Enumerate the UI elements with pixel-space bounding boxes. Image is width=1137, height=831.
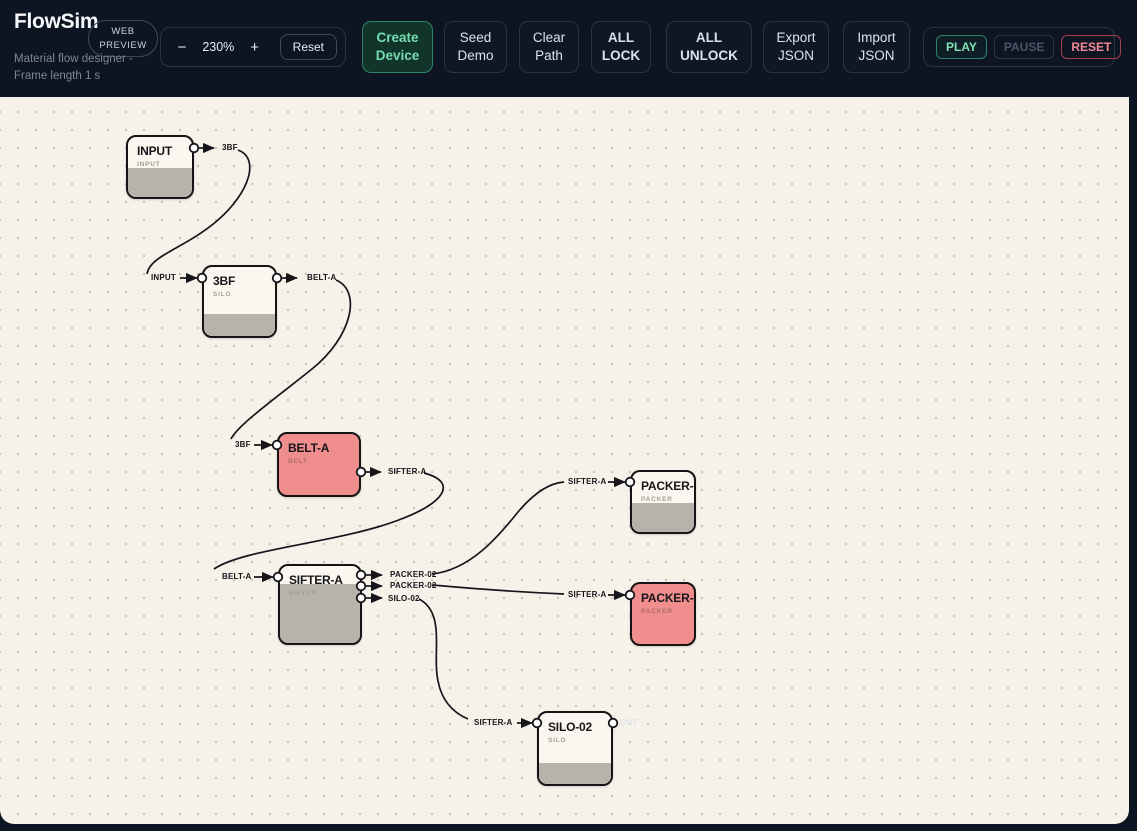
zoom-out-button[interactable]: −	[169, 33, 195, 61]
fill-level-bar	[539, 763, 611, 784]
fill-level-bar	[280, 583, 360, 643]
edge-input-3bf[interactable]	[146, 149, 251, 275]
edge-target-label: PACKER-02	[390, 581, 437, 590]
fill-level-bar	[204, 313, 275, 336]
input-port-packer-02-top[interactable]	[624, 476, 636, 488]
play-button[interactable]: PLAY	[936, 35, 987, 59]
import-json-button[interactable]: Import JSON	[843, 21, 910, 73]
edge-source-label: 3BF	[235, 440, 251, 449]
device-node-silo-02[interactable]: SILO-02 SILO	[537, 711, 613, 786]
output-port-sifter-a-2[interactable]	[355, 580, 367, 592]
export-json-button[interactable]: Export JSON	[763, 21, 829, 73]
edge-sifter-a-packer-02-top[interactable]	[431, 481, 565, 575]
edge-sifter-a-packer-02-bottom[interactable]	[431, 584, 565, 595]
app-header: FlowSim WEB PREVIEW Material flow design…	[0, 0, 1137, 97]
node-type-label: SIFTER	[289, 590, 317, 597]
node-header: PACKER-02 PACKER	[632, 584, 694, 615]
node-title: PACKER-02	[641, 479, 694, 493]
input-port-packer-02-bottom[interactable]	[624, 589, 636, 601]
reset-button[interactable]: RESET	[1061, 35, 1122, 59]
node-type-label: SILO	[213, 291, 232, 298]
node-header: INPUT INPUT	[128, 137, 192, 168]
node-type-label: PACKER	[641, 496, 673, 503]
transport-controls: PLAY PAUSE RESET	[923, 27, 1122, 67]
input-port-belt-a[interactable]	[271, 439, 283, 451]
edge-source-label: SIFTER-A	[568, 590, 607, 599]
zoom-in-button[interactable]: +	[242, 33, 268, 61]
node-header: SILO-02 SILO	[539, 713, 611, 744]
node-header: PACKER-02 PACKER	[632, 472, 694, 503]
edge-target-label: SILO-02	[388, 594, 420, 603]
output-port-input[interactable]	[188, 142, 200, 154]
output-port-sifter-a-3[interactable]	[355, 592, 367, 604]
node-type-label: PACKER	[641, 608, 673, 615]
edge-source-label: SIFTER-A	[474, 718, 513, 727]
node-header: 3BF SILO	[204, 267, 275, 298]
device-node-belt-a[interactable]: BELT-A BELT	[277, 432, 361, 497]
device-node-input[interactable]: INPUT INPUT	[126, 135, 194, 199]
node-type-label: BELT	[288, 458, 308, 465]
output-port-3bf[interactable]	[271, 272, 283, 284]
zoom-reset-button[interactable]: Reset	[279, 34, 338, 60]
fill-level-bar	[632, 502, 694, 532]
zoom-level-readout: 230%	[202, 40, 235, 54]
node-title: INPUT	[137, 144, 173, 158]
unconnected-out-label: OUT	[620, 718, 638, 727]
subtitle-line1: Material flow designer -	[14, 53, 133, 65]
output-port-belt-a[interactable]	[355, 466, 367, 478]
create-device-button[interactable]: Create Device	[362, 21, 433, 73]
flow-canvas[interactable]: INPUT INPUT 3BF SILO BELT-A BELT SIFTER-…	[0, 97, 1129, 824]
edge-target-label: BELT-A	[307, 273, 337, 282]
device-node-packer-02-top[interactable]: PACKER-02 PACKER	[630, 470, 696, 534]
clear-path-button[interactable]: Clear Path	[519, 21, 579, 73]
node-header: BELT-A BELT	[279, 434, 359, 465]
output-port-sifter-a-1[interactable]	[355, 569, 367, 581]
edge-target-label: SIFTER-A	[388, 467, 427, 476]
node-title: SILO-02	[548, 720, 592, 734]
device-node-3bf[interactable]: 3BF SILO	[202, 265, 277, 338]
app-title: FlowSim	[14, 10, 99, 33]
node-title: BELT-A	[288, 441, 330, 455]
edge-target-label: PACKER-02	[390, 570, 437, 579]
output-port-silo-02[interactable]	[607, 717, 619, 729]
node-title: 3BF	[213, 274, 236, 288]
web-preview-badge: WEB PREVIEW	[88, 20, 158, 57]
edge-source-label: INPUT	[151, 273, 176, 282]
edge-sifter-a-silo-02[interactable]	[418, 598, 469, 720]
input-port-sifter-a[interactable]	[272, 571, 284, 583]
seed-demo-button[interactable]: Seed Demo	[444, 21, 507, 73]
input-port-silo-02[interactable]	[531, 717, 543, 729]
device-node-packer-02-bottom[interactable]: PACKER-02 PACKER	[630, 582, 696, 646]
edge-source-label: SIFTER-A	[568, 477, 607, 486]
zoom-controls: − 230% + Reset	[160, 27, 346, 67]
app-subtitle: Material flow designer - Frame length 1 …	[14, 51, 133, 84]
node-header: SIFTER-A SIFTER	[280, 566, 360, 597]
device-node-sifter-a[interactable]: SIFTER-A SIFTER	[278, 564, 362, 645]
input-port-3bf[interactable]	[196, 272, 208, 284]
edge-belt-a-sifter-a[interactable]	[213, 472, 445, 570]
badge-line1: WEB	[111, 26, 135, 37]
node-type-label: INPUT	[137, 161, 161, 168]
edge-3bf-belt-a[interactable]	[230, 279, 352, 440]
all-lock-button[interactable]: ALL LOCK	[591, 21, 651, 73]
fill-level-bar	[128, 168, 192, 197]
all-unlock-button[interactable]: ALL UNLOCK	[666, 21, 752, 73]
node-title: SIFTER-A	[289, 573, 343, 587]
edge-source-label: BELT-A	[222, 572, 252, 581]
pause-button[interactable]: PAUSE	[993, 35, 1055, 59]
node-type-label: SILO	[548, 737, 567, 744]
badge-line2: PREVIEW	[99, 39, 147, 51]
subtitle-line2: Frame length 1 s	[14, 69, 101, 82]
node-title: PACKER-02	[641, 591, 694, 605]
edge-target-label: 3BF	[222, 143, 238, 152]
